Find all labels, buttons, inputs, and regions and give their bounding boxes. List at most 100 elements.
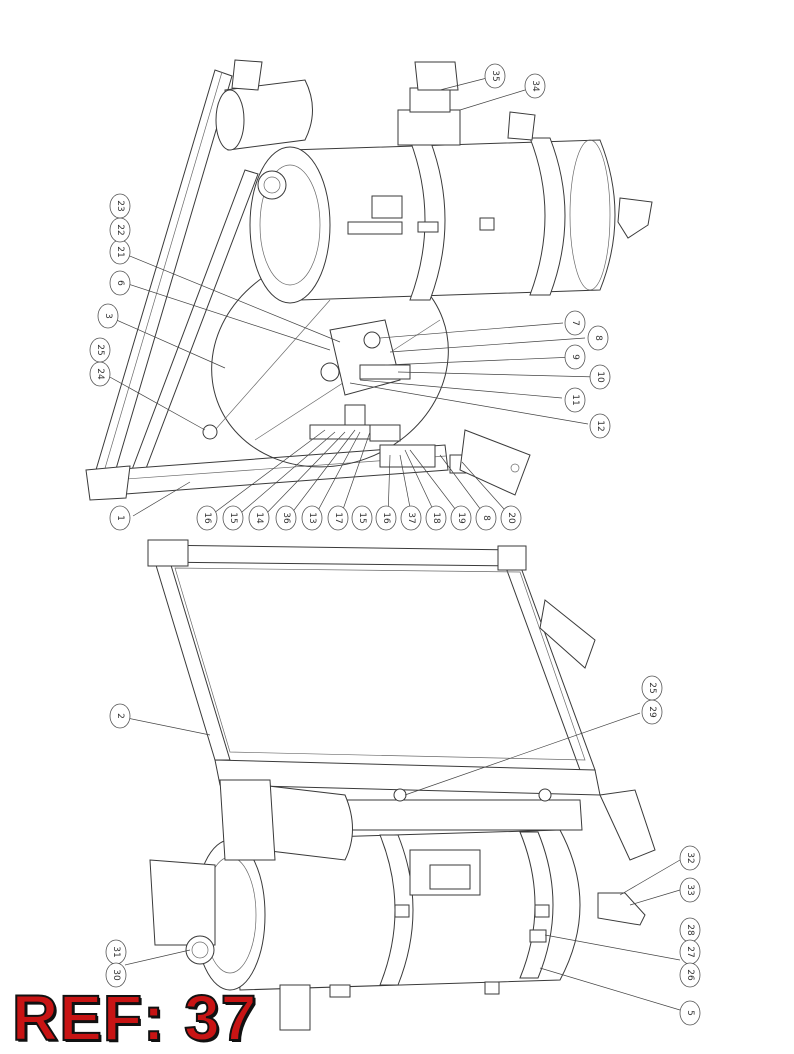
svg-text:13: 13 <box>307 512 317 523</box>
bracket-right-lower <box>599 789 656 861</box>
leader-lines <box>107 77 681 1011</box>
panel-frame-right-rail <box>504 564 596 771</box>
upper-tank-body <box>289 139 616 301</box>
svg-text:14: 14 <box>254 512 264 524</box>
callout-5: 5 <box>679 1000 701 1026</box>
svg-text:32: 32 <box>685 852 695 863</box>
callout-20: 20 <box>500 505 522 531</box>
upper-tank-end-left <box>249 146 331 304</box>
svg-text:25: 25 <box>647 682 657 693</box>
callout-33: 33 <box>679 877 701 903</box>
svg-text:5: 5 <box>685 1010 695 1016</box>
callout-36: 36 <box>275 505 297 531</box>
callout-7: 7 <box>564 310 586 336</box>
svg-text:31: 31 <box>111 946 121 957</box>
svg-text:3: 3 <box>103 313 113 319</box>
callout-19: 19 <box>450 505 472 531</box>
callout-11: 11 <box>564 387 586 413</box>
svg-text:19: 19 <box>456 512 466 524</box>
upper-assembly <box>85 59 653 501</box>
svg-text:30: 30 <box>111 969 121 981</box>
svg-text:22: 22 <box>115 224 125 235</box>
elbow-fitting-left <box>231 59 263 91</box>
svg-text:10: 10 <box>595 371 605 383</box>
callout-18: 18 <box>425 505 447 531</box>
svg-text:24: 24 <box>95 368 105 380</box>
callout-8b: 8 <box>475 505 497 531</box>
svg-text:26: 26 <box>685 969 695 981</box>
callout-1: 1 <box>109 505 131 531</box>
callout-26: 26 <box>679 962 701 988</box>
callout-21: 21 <box>109 239 131 265</box>
svg-text:33: 33 <box>685 884 695 895</box>
svg-text:25: 25 <box>95 344 105 355</box>
svg-text:1: 1 <box>115 515 125 521</box>
callout-15b: 15 <box>351 505 373 531</box>
svg-text:21: 21 <box>115 246 125 257</box>
callout-22: 22 <box>109 217 131 243</box>
tank-strap-right <box>529 137 566 296</box>
panel-frame-left-rail <box>154 561 231 761</box>
callout-16: 16 <box>196 505 218 531</box>
callout-12: 12 <box>589 413 611 439</box>
callout-37: 37 <box>400 505 422 531</box>
svg-text:9: 9 <box>570 354 580 360</box>
svg-text:15: 15 <box>357 512 367 523</box>
svg-text:20: 20 <box>506 512 516 524</box>
reference-label: REF: 37 <box>11 982 258 1054</box>
callout-27: 27 <box>679 939 701 965</box>
callout-34: 34 <box>524 73 546 99</box>
svg-text:23: 23 <box>115 200 125 211</box>
svg-text:18: 18 <box>431 512 441 524</box>
svg-text:7: 7 <box>570 320 580 326</box>
callout-8: 8 <box>587 325 609 351</box>
svg-text:15: 15 <box>228 512 238 523</box>
callout-29: 29 <box>641 699 663 725</box>
callout-24: 24 <box>89 361 111 387</box>
callout-17: 17 <box>327 505 349 531</box>
callout-25: 25 <box>89 337 111 363</box>
callout-30: 30 <box>105 962 127 988</box>
callout-31: 31 <box>105 939 127 965</box>
svg-text:17: 17 <box>333 512 343 523</box>
svg-text:36: 36 <box>281 512 291 524</box>
svg-text:2: 2 <box>115 713 125 719</box>
callout-16b: 16 <box>375 505 397 531</box>
callout-10: 10 <box>589 364 611 390</box>
svg-text:35: 35 <box>490 70 500 81</box>
panel-frame-top-rail <box>149 544 523 567</box>
bracket-right-lower-top <box>539 599 596 669</box>
callout-23: 23 <box>109 193 131 219</box>
svg-text:29: 29 <box>647 706 657 718</box>
svg-text:12: 12 <box>595 420 605 431</box>
svg-text:6: 6 <box>115 280 125 286</box>
elbow-fitting-top <box>414 61 459 91</box>
callout-6: 6 <box>109 270 131 296</box>
callout-bubbles: 1 3 6 21 22 23 24 25 7 8 9 10 11 12 16 1… <box>89 63 701 1026</box>
svg-text:8: 8 <box>481 515 491 521</box>
valve-block <box>397 109 461 146</box>
svg-text:16: 16 <box>202 512 212 524</box>
callout-3: 3 <box>97 303 119 329</box>
callout-2: 2 <box>109 703 131 729</box>
bracket-right-upper <box>459 429 531 496</box>
svg-text:34: 34 <box>530 80 540 92</box>
lower-filter-cylinder <box>259 784 353 861</box>
callout-32: 32 <box>679 845 701 871</box>
callout-14: 14 <box>248 505 270 531</box>
svg-text:16: 16 <box>381 512 391 524</box>
callout-25b: 25 <box>641 675 663 701</box>
lower-assembly <box>147 539 656 1031</box>
lower-valve-block <box>149 859 216 946</box>
filter-cylinder <box>224 79 313 151</box>
svg-text:11: 11 <box>570 394 580 405</box>
callout-9: 9 <box>564 344 586 370</box>
central-manifold <box>329 319 401 396</box>
callout-13: 13 <box>301 505 323 531</box>
tank-strap-left <box>409 139 446 301</box>
svg-text:27: 27 <box>685 946 695 957</box>
svg-text:28: 28 <box>685 924 695 936</box>
svg-text:8: 8 <box>593 335 603 341</box>
lower-elbow-fitting <box>597 892 646 926</box>
